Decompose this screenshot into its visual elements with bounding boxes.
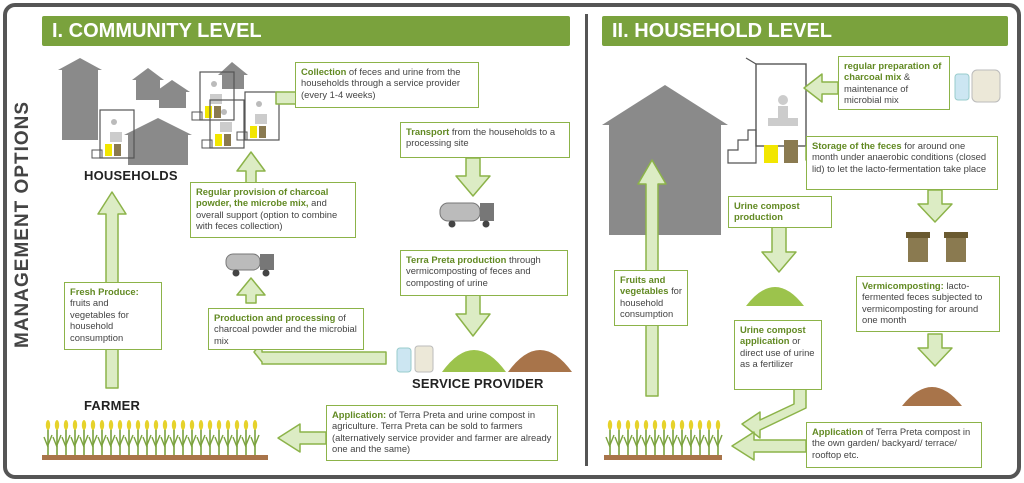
urine-compost-box: Urine compost production (728, 196, 832, 228)
vermicomposting-box: Vermicomposting: lacto-fermented feces s… (856, 276, 1000, 332)
household-header: II. HOUSEHOLD LEVEL (602, 16, 1008, 46)
plant-icon (61, 419, 71, 456)
production-box: Production and processing of charcoal po… (208, 308, 364, 350)
arrow-down (455, 291, 491, 337)
plant-icon (713, 419, 723, 456)
plant-icon (79, 419, 89, 456)
plant-icon (605, 419, 615, 456)
plant-icon (223, 419, 233, 456)
plant-icon (614, 419, 624, 456)
plant-icon (115, 419, 125, 456)
bottles-icon (396, 69, 1001, 373)
arrow-up (236, 277, 266, 304)
plant-icon (70, 419, 80, 456)
arrow-curve (741, 379, 807, 439)
arrow-down (455, 157, 491, 197)
service-provider-label: SERVICE PROVIDER (412, 376, 544, 391)
plant-icon (650, 419, 660, 456)
household-toilet-icon (727, 57, 807, 164)
house-icon (58, 58, 248, 165)
plant-icon (704, 419, 714, 456)
plant-icon (668, 419, 678, 456)
plant-icon (686, 419, 696, 456)
fresh-produce-box: Fresh Produce: fruits and vegetables for… (64, 282, 162, 350)
plant-icon (124, 419, 134, 456)
field-icon (42, 419, 723, 460)
household-application-box: Application of Terra Preta compost in th… (806, 422, 982, 468)
plant-icon (43, 419, 53, 456)
terra-preta-box: Terra Preta production through vermicomp… (400, 250, 568, 296)
arrow-left (731, 431, 807, 461)
plant-icon (250, 419, 260, 456)
outer-frame (3, 3, 1021, 479)
plant-icon (133, 419, 143, 456)
large-house-icon (602, 85, 728, 235)
arrow-down (761, 225, 797, 273)
plant-icon (142, 419, 152, 456)
charcoal-box: regular preparation of charcoal mix & ma… (838, 56, 950, 110)
plant-icon (106, 419, 116, 456)
compost-heap-icon (442, 287, 962, 406)
plant-icon (178, 419, 188, 456)
plant-icon (52, 419, 62, 456)
plant-icon (632, 419, 642, 456)
arrow-up (236, 151, 266, 185)
plant-icon (196, 419, 206, 456)
plant-icon (88, 419, 98, 456)
section-divider (585, 14, 588, 466)
arrow-left (277, 423, 327, 453)
community-header: I. COMMUNITY LEVEL (42, 16, 570, 46)
vertical-title-text: MANAGEMENT OPTIONS (12, 101, 33, 348)
plant-icon (169, 419, 179, 456)
plant-icon (241, 419, 251, 456)
plant-icon (695, 419, 705, 456)
plant-icon (205, 419, 215, 456)
plant-icon (677, 419, 687, 456)
plant-icon (659, 419, 669, 456)
plant-icon (623, 419, 633, 456)
truck-icon (225, 202, 494, 277)
arrow-right (275, 91, 297, 105)
plant-icon (151, 419, 161, 456)
vertical-title: MANAGEMENT OPTIONS (12, 101, 33, 348)
households-label: HOUSEHOLDS (84, 168, 178, 183)
application-box: Application: of Terra Preta and urine co… (326, 405, 558, 461)
bucket-icon (906, 232, 968, 262)
urine-application-box: Urine compost application or direct use … (734, 320, 822, 390)
arrow-down (917, 189, 953, 223)
collection-box: Collection of feces and urine from the h… (295, 62, 479, 108)
fruits-box: Fruits and vegetables for household cons… (614, 270, 688, 326)
plant-icon (97, 419, 107, 456)
transport-box: Transport from the households to a proce… (400, 122, 570, 158)
plant-icon (641, 419, 651, 456)
storage-box: Storage of the feces for around one mont… (806, 136, 998, 190)
plant-icon (160, 419, 170, 456)
plant-icon (214, 419, 224, 456)
plant-icon (187, 419, 197, 456)
arrow-down (917, 333, 953, 367)
regular-provision-box: Regular provision of charcoal powder, th… (190, 182, 356, 238)
arrow-left (803, 73, 839, 103)
plant-icon (232, 419, 242, 456)
farmer-label: FARMER (84, 398, 141, 413)
